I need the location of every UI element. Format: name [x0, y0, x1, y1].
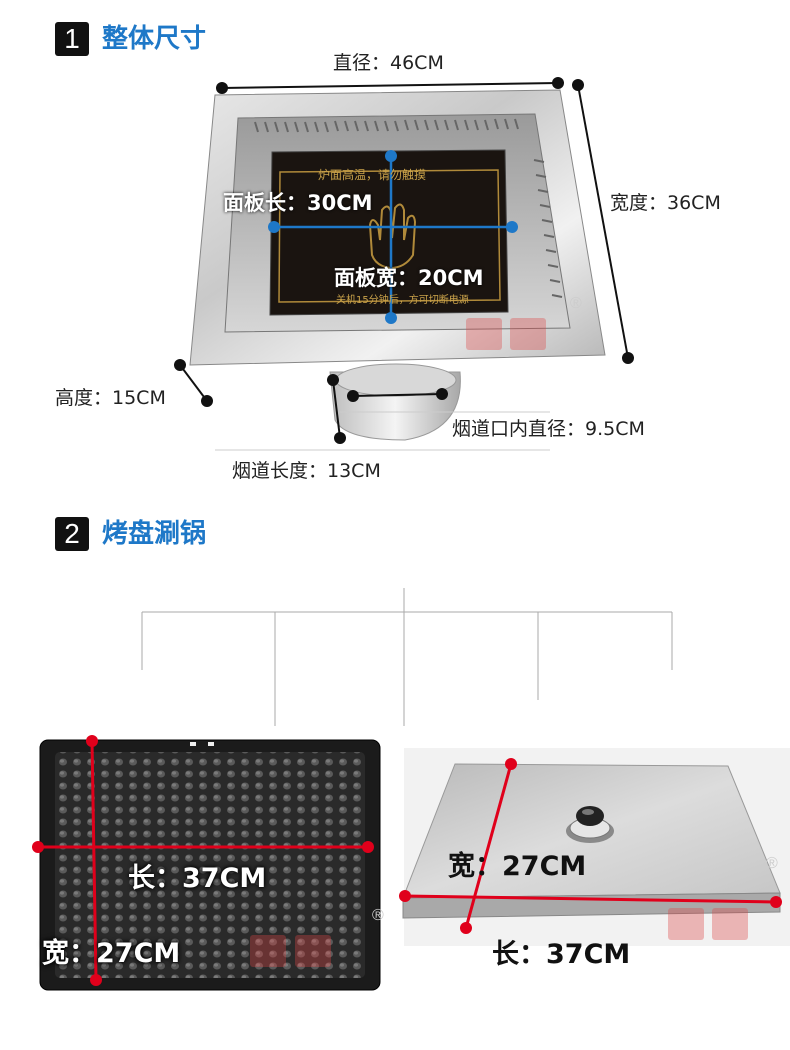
height-label: 高度：15CM: [55, 387, 166, 409]
grill-pan-length-label: 长：37CM: [128, 863, 267, 894]
svg-text:®: ®: [372, 907, 384, 924]
panel-warning-top: 炉面高温，请勿触摸: [318, 168, 427, 182]
section-1-number: 1: [55, 22, 89, 56]
panel-warning-bottom: 关机15分钟后，方可切断电源: [336, 295, 469, 306]
flue-length-label: 烟道长度：13CM: [232, 460, 381, 482]
section-2-title: 烤盘涮锅: [102, 519, 207, 549]
width-label: 宽度：36CM: [610, 192, 721, 214]
section-2-number: 2: [55, 517, 89, 551]
hot-pot-width-label: 宽：27CM: [448, 851, 587, 882]
svg-text:®: ®: [766, 855, 778, 872]
stove-illustration: ®: [174, 77, 634, 451]
grill-pan-width-label: 宽：27CM: [42, 938, 181, 969]
hot-pot-length-label: 长：37CM: [492, 939, 631, 970]
section-1-title: 整体尺寸: [102, 24, 207, 54]
panel-width-label: 面板宽：20CM: [334, 266, 484, 290]
diameter-label: 直径：46CM: [333, 52, 444, 74]
flue-diameter-label: 烟道口内直径：9.5CM: [452, 418, 645, 440]
svg-text:®: ®: [570, 295, 582, 312]
panel-length-label: 面板长：30CM: [223, 191, 373, 215]
